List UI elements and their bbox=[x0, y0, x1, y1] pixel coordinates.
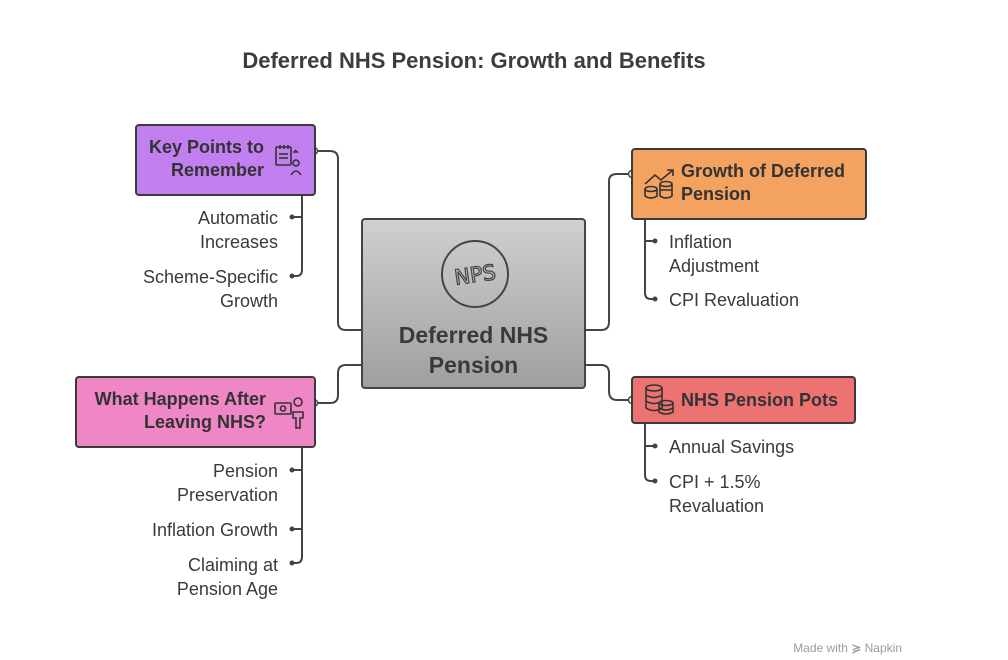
nps-logo-text: NPS bbox=[453, 260, 498, 290]
diagram-title: Deferred NHS Pension: Growth and Benefit… bbox=[242, 48, 706, 73]
center-node: NPS Deferred NHS Pension bbox=[361, 218, 586, 389]
branch-pension-pots-title: NHS Pension Pots bbox=[681, 390, 839, 410]
branch-pension-pots: NHS Pension Pots bbox=[631, 376, 856, 424]
branch-growth: Growth of Deferred Pension bbox=[631, 148, 867, 220]
leaf-cpi-revaluation: CPI Revaluation bbox=[669, 290, 800, 310]
leaf-cpi-plus-revaluation: CPI + 1.5% Revaluation bbox=[669, 472, 765, 516]
branch-growth-title: Growth of Deferred Pension bbox=[681, 161, 846, 204]
leaf-inflation-adjustment: Inflation Adjustment bbox=[669, 232, 760, 276]
leaf-automatic-increases: Automatic Increases bbox=[197, 208, 278, 252]
coin-stack-icon bbox=[645, 384, 674, 415]
branch-after-leaving-title: What Happens After Leaving NHS? bbox=[94, 389, 266, 432]
center-label: Deferred NHS Pension bbox=[398, 322, 549, 378]
napkin-logo-icon: ≽ bbox=[851, 641, 862, 655]
leaf-inflation-growth: Inflation Growth bbox=[151, 520, 278, 540]
leaf-scheme-specific-growth: Scheme-Specific Growth bbox=[142, 267, 278, 311]
growth-coins-icon bbox=[644, 169, 674, 199]
leaf-annual-savings: Annual Savings bbox=[669, 437, 795, 457]
footer-made-with: Made with bbox=[793, 641, 848, 655]
checklist-person-icon bbox=[275, 145, 302, 176]
napkin-watermark: Made with ≽ Napkin bbox=[793, 641, 902, 655]
branch-key-points-title: Key Points to Remember bbox=[148, 137, 264, 180]
money-person-icon bbox=[274, 397, 304, 429]
branch-key-points: Key Points to Remember bbox=[135, 124, 316, 196]
branch-after-leaving: What Happens After Leaving NHS? bbox=[75, 376, 316, 448]
nps-logo-icon: NPS bbox=[441, 240, 509, 308]
leaf-pension-preservation: Pension Preservation bbox=[176, 461, 278, 505]
footer-brand: Napkin bbox=[864, 641, 902, 655]
leaf-claiming-at-pension-age: Claiming at Pension Age bbox=[176, 555, 278, 599]
